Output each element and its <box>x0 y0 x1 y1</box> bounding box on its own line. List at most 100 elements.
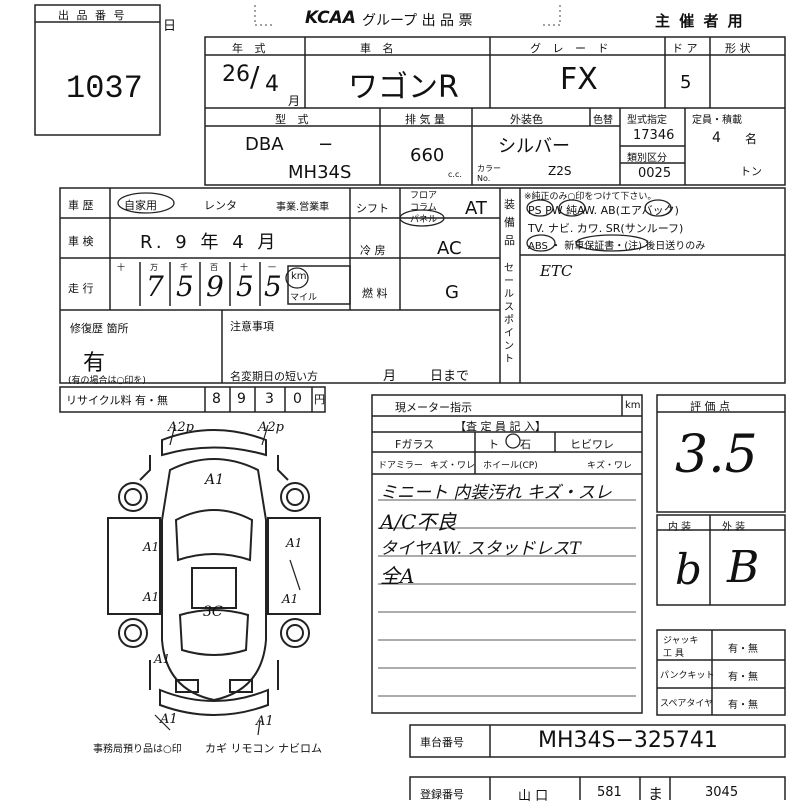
damage-mark: A2p <box>168 420 194 435</box>
lot-number: 1037 <box>66 70 143 107</box>
class-label: 類別区分 <box>627 153 667 164</box>
shift-floor[interactable]: フロア <box>410 191 438 201</box>
shift-label: シフト <box>356 202 389 215</box>
form-title: グループ 出 品 票 <box>362 13 473 29</box>
mileage-unit-100: 百 <box>210 263 218 272</box>
wheel-options[interactable]: キズ・ワレ <box>587 461 633 471</box>
capacity-value: 4 <box>712 130 721 146</box>
brand-logo: KCAA <box>305 8 356 28</box>
registration-label: 登録番号 <box>420 788 464 801</box>
mileage-unit-10k: 万 <box>150 263 158 272</box>
mileage-digit: 9 <box>206 270 224 303</box>
shift-column[interactable]: コラム <box>410 203 437 213</box>
tool-label-spare-tire: スペアタイヤ <box>660 699 714 709</box>
selling-points-value: ETC <box>540 262 573 280</box>
recycle-digit: 0 <box>293 391 302 407</box>
name-label: 車 名 <box>360 42 398 55</box>
chassis-label: 車台番号 <box>420 736 464 749</box>
damage-mark: A1 <box>286 536 303 550</box>
color-no-value: Z2S <box>548 164 572 178</box>
equipment-label: 装 備 品 <box>504 198 515 247</box>
registration-kana: ま <box>648 785 664 803</box>
shape-label: 形 状 <box>725 42 751 55</box>
glass-option-to[interactable]: ト <box>488 438 499 451</box>
glass-option-crack[interactable]: ヒビワレ <box>570 438 614 451</box>
tool-value-jack[interactable]: 有・無 <box>728 644 758 655</box>
repair-label: 修復歴 箇所 <box>70 322 129 335</box>
displacement-value: 660 <box>410 145 445 166</box>
damage-mark: A1 <box>282 592 299 606</box>
vehicle-name: ワゴンR <box>348 70 459 105</box>
repair-note: (有の場合は○印を) <box>68 376 146 386</box>
history-label: 車 歴 <box>68 199 94 212</box>
damage-mark: A1 <box>205 472 225 488</box>
organizer-label: 主 催 者 用 <box>655 12 745 30</box>
inspector-note: タイヤAW. スタッドレスT <box>380 539 581 559</box>
day-char: 日 <box>163 19 177 34</box>
inspector-note: 全A <box>380 564 415 588</box>
repair-value: 有 <box>83 351 106 376</box>
ac-value: AC <box>437 238 462 259</box>
notice-label: 注意事項 <box>230 320 274 333</box>
office-note: 事務局預り品は○印 <box>93 744 182 755</box>
model-label: 型 式 <box>275 113 313 126</box>
history-option-private[interactable]: 自家用 <box>124 199 157 212</box>
damage-mark: A1 <box>154 652 171 666</box>
score-value: 3.5 <box>675 425 758 485</box>
model-dash: − <box>318 134 334 155</box>
damage-mark: A2p <box>258 420 284 435</box>
grade-value: FX <box>560 62 598 97</box>
damage-mark: 3C <box>203 604 223 620</box>
history-option-rental[interactable]: レンタ <box>204 199 237 212</box>
tool-value-spare-tire[interactable]: 有・無 <box>728 700 758 711</box>
shift-panel[interactable]: パネル <box>410 215 438 225</box>
recycle-digit: 9 <box>237 391 246 407</box>
registration-class: 581 <box>597 785 622 800</box>
registration-region: 山 口 <box>518 789 549 804</box>
damage-mark: A1 <box>143 540 160 554</box>
damage-mark: A1 <box>143 590 160 604</box>
name-change-label: 名変期日の短い方 <box>230 370 318 383</box>
month-unit: 月 <box>288 94 301 108</box>
displacement-unit: c.c. <box>448 170 462 179</box>
type-designation-value: 17346 <box>633 128 675 143</box>
damage-mark: A1 <box>160 712 178 727</box>
inspection-label: 車 検 <box>68 235 94 248</box>
mileage-digit: 5 <box>236 270 254 303</box>
history-option-business[interactable]: 事業.営業車 <box>276 202 330 213</box>
glass-option-stone[interactable]: 石 <box>520 438 531 451</box>
doors-value: 5 <box>680 72 692 93</box>
displacement-label: 排 気 量 <box>405 113 445 126</box>
mileage-digit: 5 <box>264 270 282 303</box>
fuel-label: 燃 料 <box>362 287 388 300</box>
mirror-options[interactable]: キズ・ワレ <box>430 461 476 471</box>
office-items: カギ リモコン ナビロム <box>205 742 322 755</box>
mile-option[interactable]: マイル <box>290 293 318 303</box>
type-designation-label: 型式指定 <box>627 115 667 126</box>
year-value: 26 <box>222 62 250 87</box>
km-option[interactable]: km <box>291 271 307 282</box>
recycle-unit: 円 <box>314 393 325 406</box>
color-label: 外装色 <box>510 113 543 126</box>
inspector-note: ミニート 内装汚れ キズ・スレ <box>380 483 612 503</box>
mileage-digit: 7 <box>146 270 164 303</box>
fuel-value: G <box>445 282 459 303</box>
tool-label-puncture-kit: パンクキット <box>660 671 715 681</box>
car-outline <box>107 429 321 716</box>
mileage-unit-100k: 十 <box>117 263 125 272</box>
ac-label: 冷 房 <box>360 244 386 257</box>
mirror-label: ドアミラー <box>378 461 423 471</box>
tool-value-puncture-kit[interactable]: 有・無 <box>728 672 758 683</box>
tool-label-jack: ジャッキ 工 具 <box>663 636 699 659</box>
mileage-unit-1: 一 <box>268 263 276 272</box>
exterior-score: B <box>727 542 760 593</box>
meter-unit: km <box>625 400 641 411</box>
selling-points-label: セールスポイント <box>504 263 514 365</box>
class-value: 0025 <box>638 166 672 181</box>
recycle-label: リサイクル料 有・無 <box>66 394 168 407</box>
color-no-label: カラー No. <box>477 164 501 183</box>
interior-score: b <box>675 545 702 594</box>
damage-mark: A1 <box>256 714 274 729</box>
recycle-digit: 3 <box>265 391 274 407</box>
